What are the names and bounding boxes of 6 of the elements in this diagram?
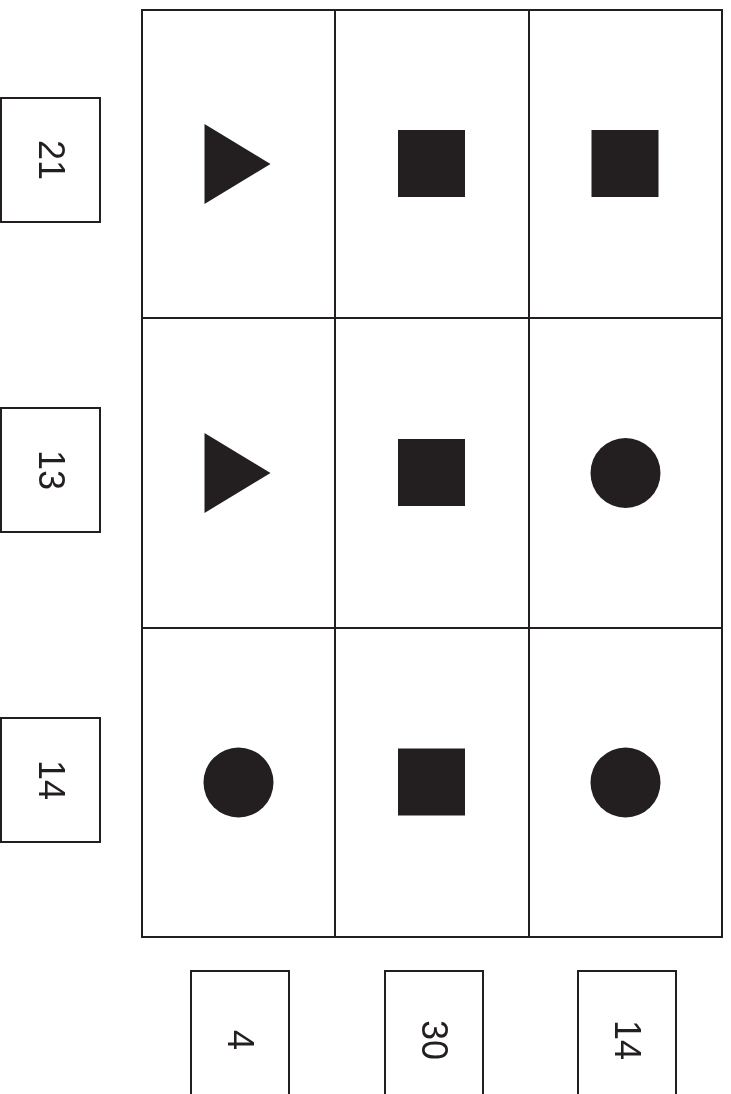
clue-number: 14 bbox=[577, 970, 677, 1094]
clue-number: 4 bbox=[190, 970, 290, 1094]
clue-number: 21 bbox=[0, 97, 101, 223]
clue-number: 13 bbox=[0, 407, 101, 533]
clue-number: 30 bbox=[384, 970, 484, 1094]
clue-number: 14 bbox=[0, 717, 101, 843]
